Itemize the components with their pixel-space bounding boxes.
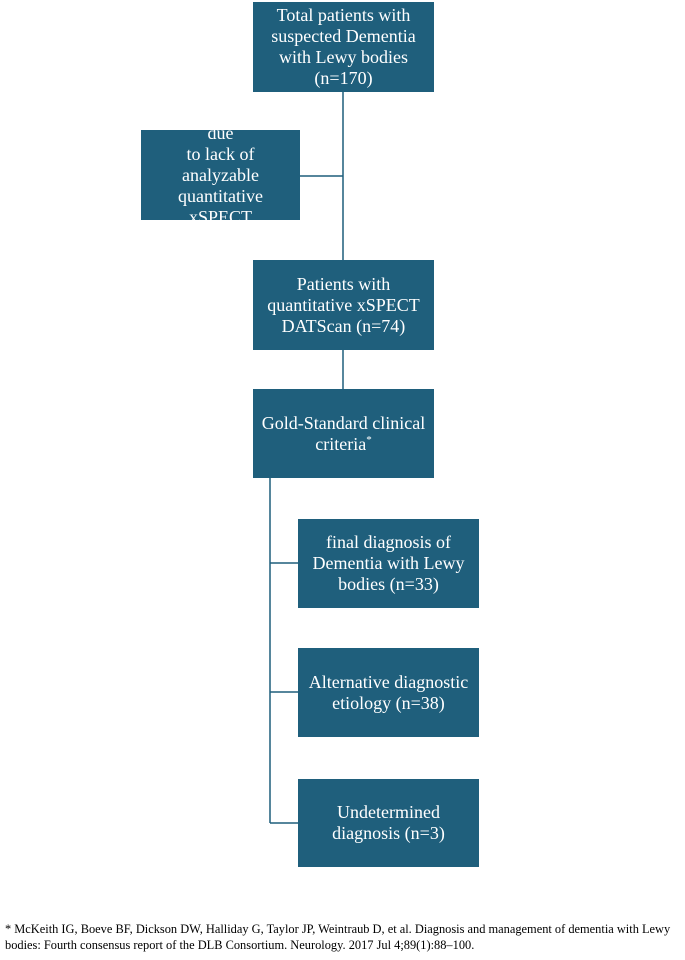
gold-standard-content: Gold-Standard clinical criteria* (262, 413, 425, 455)
gold-standard-footnote-marker: * (366, 433, 372, 446)
undetermined-diagnosis-text: Undetermined diagnosis (n=3) (332, 802, 445, 843)
dlb-diagnosis-text: final diagnosis of Dementia with Lewy bo… (312, 532, 465, 594)
gold-standard-text: Gold-Standard clinical criteria (261, 412, 426, 454)
total-patients-box: Total patients with suspected Dementia w… (253, 2, 434, 92)
patients-with-scan-text: Patients with quantitative xSPECT DATSca… (267, 273, 420, 336)
dlb-diagnosis-box: final diagnosis of Dementia with Lewy bo… (298, 519, 479, 608)
alternative-etiology-box: Alternative diagnostic etiology (n=38) (298, 648, 479, 737)
undetermined-diagnosis-box: Undetermined diagnosis (n=3) (298, 779, 479, 867)
patients-with-scan-box: Patients with quantitative xSPECT DATSca… (253, 260, 434, 350)
gold-standard-box: Gold-Standard clinical criteria* (253, 389, 434, 478)
excluded-patients-box: Patients excluded due to lack of analyza… (141, 102, 300, 248)
alternative-etiology-text: Alternative diagnostic etiology (n=38) (308, 671, 469, 713)
total-patients-text: Total patients with suspected Dementia w… (271, 5, 416, 88)
reference-footnote: * McKeith IG, Boeve BF, Dickson DW, Hall… (5, 922, 671, 952)
excluded-patients-text: Patients excluded due to lack of analyza… (157, 101, 284, 248)
